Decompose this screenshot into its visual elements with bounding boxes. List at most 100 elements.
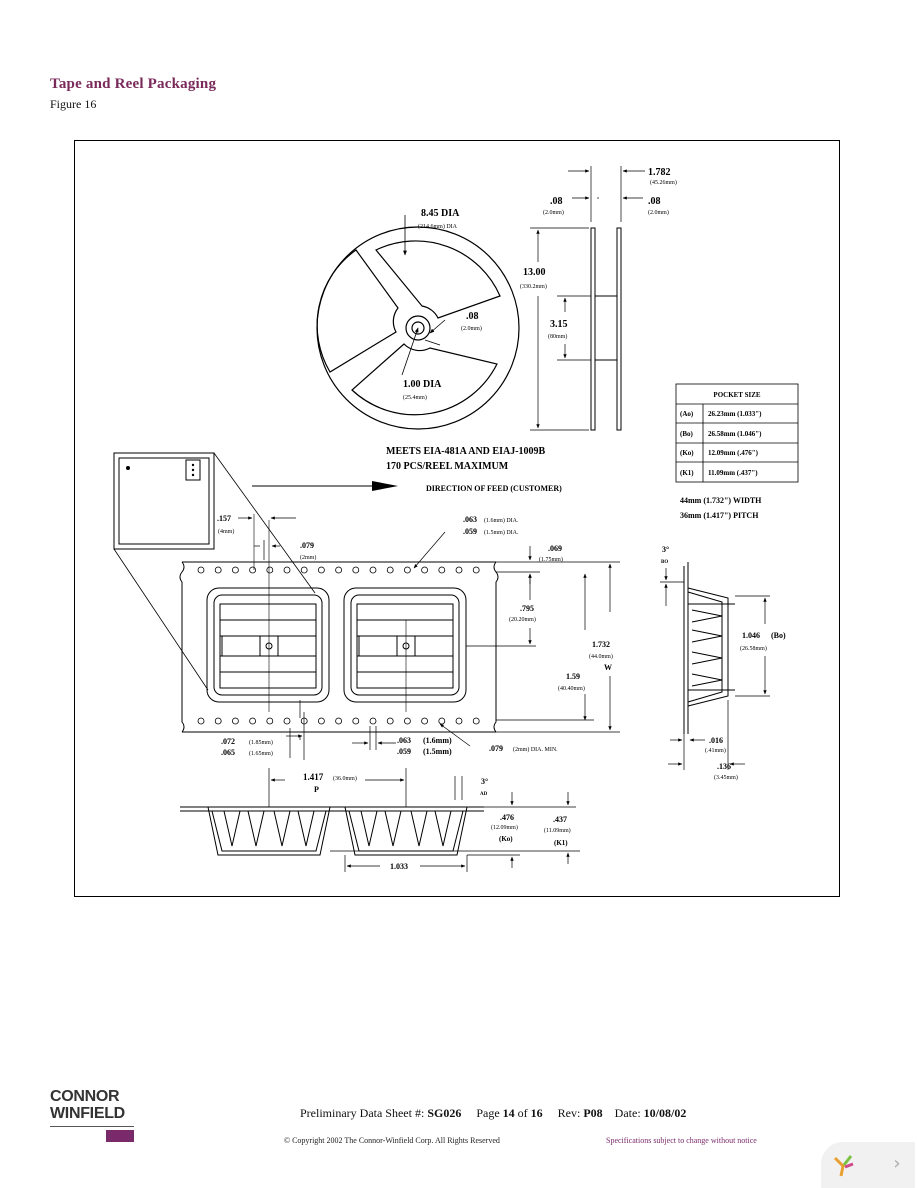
reel-hub-dia-mm: (25.4mm) xyxy=(403,394,427,401)
sprocket-hole xyxy=(266,717,274,725)
profile-136: .136 xyxy=(717,762,731,771)
dim-1732: 1.732 xyxy=(592,640,610,649)
dim-072: .072 xyxy=(221,737,235,746)
sprocket-hole xyxy=(249,717,257,725)
revision: P08 xyxy=(583,1106,603,1120)
sprocket-hole xyxy=(283,566,291,574)
sprocket-hole xyxy=(386,717,394,725)
sprocket-hole xyxy=(231,717,239,725)
dim-079b: .079 xyxy=(489,744,503,753)
sprocket-hole xyxy=(472,717,480,725)
spec-note: Specifications subject to change without… xyxy=(606,1136,757,1145)
pocket-key-ao: (Ao) xyxy=(680,410,694,418)
viewer-logo-icon xyxy=(833,1155,854,1177)
section-437-mm: (11.09mm) xyxy=(544,827,571,834)
sprocket-hole xyxy=(249,566,257,574)
profile-1046: 1.046 xyxy=(742,631,760,640)
pocket-value-bo: 26.58mm (1.046") xyxy=(708,430,762,438)
logo-rule xyxy=(50,1126,134,1127)
page-of-label: of xyxy=(517,1106,528,1120)
sprocket-holes-top xyxy=(197,566,480,574)
sprocket-holes-bottom xyxy=(197,717,480,725)
pocket-value-k1: 11.09mm (.437") xyxy=(708,469,758,477)
flange-right-mm: (2.0mm) xyxy=(648,209,669,216)
bottom-hole-b: .059 xyxy=(397,747,411,756)
sprocket-hole xyxy=(317,566,325,574)
section-476: .476 xyxy=(500,813,514,822)
sprocket-hole xyxy=(472,566,480,574)
profile-016: .016 xyxy=(709,736,723,745)
sprocket-hole xyxy=(352,566,360,574)
profile-1046-mm: (26.58mm) xyxy=(740,645,767,652)
sprocket-hole xyxy=(197,717,205,725)
reel-height-mm: (330.2mm) xyxy=(520,283,547,290)
company-logo: CONNOR WINFIELD xyxy=(50,1088,136,1142)
section-437-key: (K1) xyxy=(554,839,568,847)
profile-136-mm: (3.45mm) xyxy=(714,774,738,781)
hole-dia-b: .059 xyxy=(463,527,477,536)
dim-1732-mm: (44.0mm) xyxy=(589,653,613,660)
reel-dims xyxy=(401,215,446,376)
sprocket-hole xyxy=(352,717,360,725)
dim-079: .079 xyxy=(300,541,314,550)
sprocket-hole xyxy=(300,566,308,574)
dim-157: .157 xyxy=(217,514,231,523)
dim-159-mm: (40.40mm) xyxy=(558,685,585,692)
dim-065: .065 xyxy=(221,748,235,757)
sprocket-hole xyxy=(266,566,274,574)
pocket-key-ko: (Ko) xyxy=(680,449,694,457)
dim-w-label: W xyxy=(604,663,612,672)
bottom-hole-b-mm: (1.5mm) xyxy=(423,747,452,756)
section-angle-label: AD xyxy=(480,792,488,797)
reel-hub-dia: 1.00 DIA xyxy=(403,379,442,390)
pocket-value-ko: 12.09mm (.476") xyxy=(708,449,759,457)
logo-mark-icon xyxy=(106,1130,134,1142)
pocket-key-bo: (Bo) xyxy=(680,430,694,438)
sprocket-hole xyxy=(231,566,239,574)
section-1033: 1.033 xyxy=(390,862,408,871)
pocket-key-k1: (K1) xyxy=(680,469,694,477)
bottom-hole-a-mm: (1.6mm) xyxy=(423,736,452,745)
feed-arrowhead xyxy=(372,481,398,491)
footer-info: Preliminary Data Sheet #: SG026 Page 14 … xyxy=(300,1106,686,1121)
pocket-2 xyxy=(343,587,467,703)
section-dims xyxy=(268,768,580,872)
profile-angle-label: BO xyxy=(661,560,668,565)
sprocket-hole xyxy=(403,717,411,725)
dim-157-mm: (4mm) xyxy=(218,528,234,535)
next-page-icon[interactable]: › xyxy=(893,1153,901,1174)
dim-065-mm: (1.65mm) xyxy=(249,750,273,757)
dim-079b-mm: (2mm) DIA. MIN. xyxy=(513,746,558,753)
copyright: © Copyright 2002 The Connor-Winfield Cor… xyxy=(284,1136,500,1145)
feed-note: DIRECTION OF FEED (CUSTOMER) xyxy=(426,484,562,493)
sprocket-hole xyxy=(317,717,325,725)
figure-frame xyxy=(74,140,840,897)
sheet-label: Preliminary Data Sheet #: xyxy=(300,1106,425,1120)
pocket-centerlines xyxy=(253,514,407,712)
hole-dia-a-mm: (1.6mm) DIA. xyxy=(484,517,519,524)
reel-side-view xyxy=(590,227,622,431)
reel-height: 13.00 xyxy=(523,267,546,278)
standard-note: MEETS EIA-481A AND EIAJ-1009B xyxy=(386,446,546,457)
section-pitch-label: P xyxy=(314,785,319,794)
section-pitch-mm: (36.0mm) xyxy=(333,775,357,782)
side-width: 1.782 xyxy=(648,167,671,178)
sprocket-hole xyxy=(335,717,343,725)
profile-dims xyxy=(660,568,770,770)
max-note: 170 PCS/REEL MAXIMUM xyxy=(386,461,509,472)
section-pitch: 1.417 xyxy=(303,772,324,782)
tape-dims xyxy=(238,516,620,760)
dim-159: 1.59 xyxy=(566,672,580,681)
reel-outer-dia-mm: (214.6mm) DIA xyxy=(418,223,458,230)
page-label: Page xyxy=(476,1106,500,1120)
reel-outer-dia: 8.45 DIA xyxy=(421,208,460,219)
sprocket-hole xyxy=(214,717,222,725)
figure-label: Figure 16 xyxy=(50,97,97,111)
sprocket-hole xyxy=(403,566,411,574)
carrier-tape xyxy=(179,561,499,733)
viewer-nav-widget: › xyxy=(821,1142,915,1188)
logo-line-1: CONNOR xyxy=(50,1088,120,1105)
reel-slot-mm: (2.0mm) xyxy=(461,325,482,332)
hub-size-mm: (80mm) xyxy=(548,333,567,340)
